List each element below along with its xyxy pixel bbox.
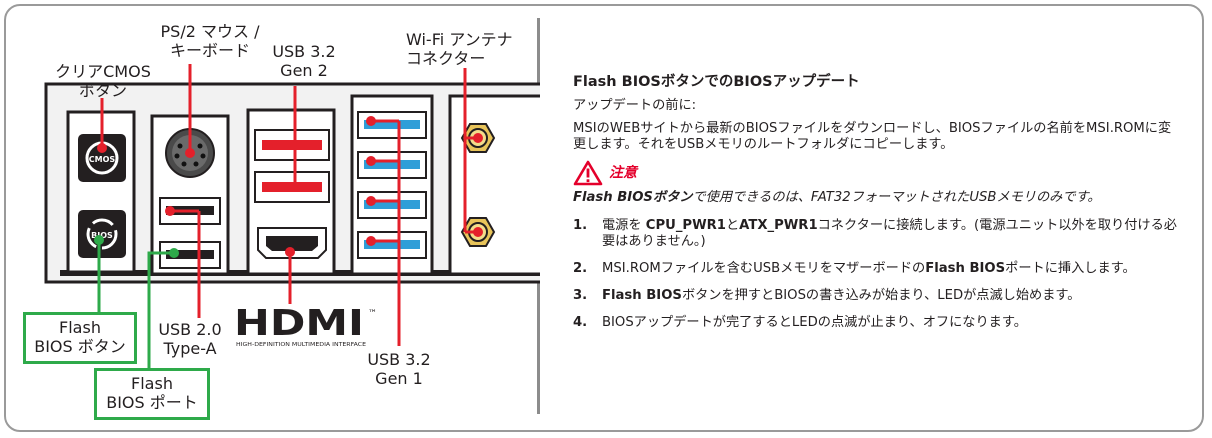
hdmi-tagline: HIGH-DEFINITION MULTIMEDIA INTERFACE: [236, 342, 367, 348]
label-usb20: USB 2.0 Type-A: [158, 320, 222, 358]
label-ps2: PS/2 マウス / キーボード: [160, 22, 260, 60]
instructions-panel: Flash BIOSボタンでのBIOSアップデート アップデートの前に: MSI…: [573, 74, 1183, 342]
label-wifi: Wi-Fi アンテナ コネクター: [406, 30, 513, 68]
label-flash-bios-port: Flash BIOS ポート: [94, 368, 210, 420]
label-flash-bios-button: Flash BIOS ボタン: [23, 312, 137, 364]
content-frame: [4, 4, 1204, 432]
instructions-title: Flash BIOSボタンでのBIOSアップデート: [573, 74, 860, 90]
step-4: 4. BIOSアップデートが完了するとLEDの点滅が止まり、オフになります。: [573, 315, 1027, 330]
green-callouts: [94, 235, 179, 370]
io-panel-illustration: CMOS BIOS: [44, 64, 540, 370]
io-panel-diagram: CMOS BIOS: [0, 0, 540, 438]
before-text: MSIのWEBサイトから最新のBIOSファイルをダウンロードし、BIOSファイル…: [573, 121, 1172, 152]
caution-note: Flash BIOSボタンで使用できるのは、FAT32フォーマットされたUSBメ…: [573, 190, 1101, 205]
bios-icon-text: BIOS: [91, 231, 113, 240]
label-usb32-gen2: USB 3.2 Gen 2: [272, 42, 336, 80]
label-clear-cmos: クリアCMOS ボタン: [55, 62, 151, 100]
red-callouts: [97, 64, 483, 346]
caution: 注意: [573, 160, 1183, 186]
bios-refresh-icon: [86, 218, 118, 250]
label-usb32-gen1: USB 3.2 Gen 1: [367, 350, 431, 388]
hdmi-tm: ™: [368, 309, 377, 319]
ps2-pins: [174, 143, 206, 167]
step-2: 2. MSI.ROMファイルを含むUSBメモリをマザーボードのFlash BIO…: [573, 261, 1136, 276]
step-1: 1. 電源を CPU_PWR1とATX_PWR1コネクターに接続します。(電源ユ…: [573, 218, 1177, 249]
clear-cmos-button[interactable]: [78, 134, 126, 182]
cmos-icon-text: CMOS: [89, 155, 116, 164]
before-label: アップデートの前に:: [573, 98, 697, 113]
hdmi-logo: HDMI: [234, 303, 364, 344]
step-3: 3. Flash BIOSボタンを押すとBIOSの書き込みが始まり、LEDが点滅…: [573, 288, 1081, 303]
flash-bios-button[interactable]: [78, 210, 126, 258]
caution-label: 注意: [609, 165, 637, 181]
warning-icon: [573, 160, 603, 186]
